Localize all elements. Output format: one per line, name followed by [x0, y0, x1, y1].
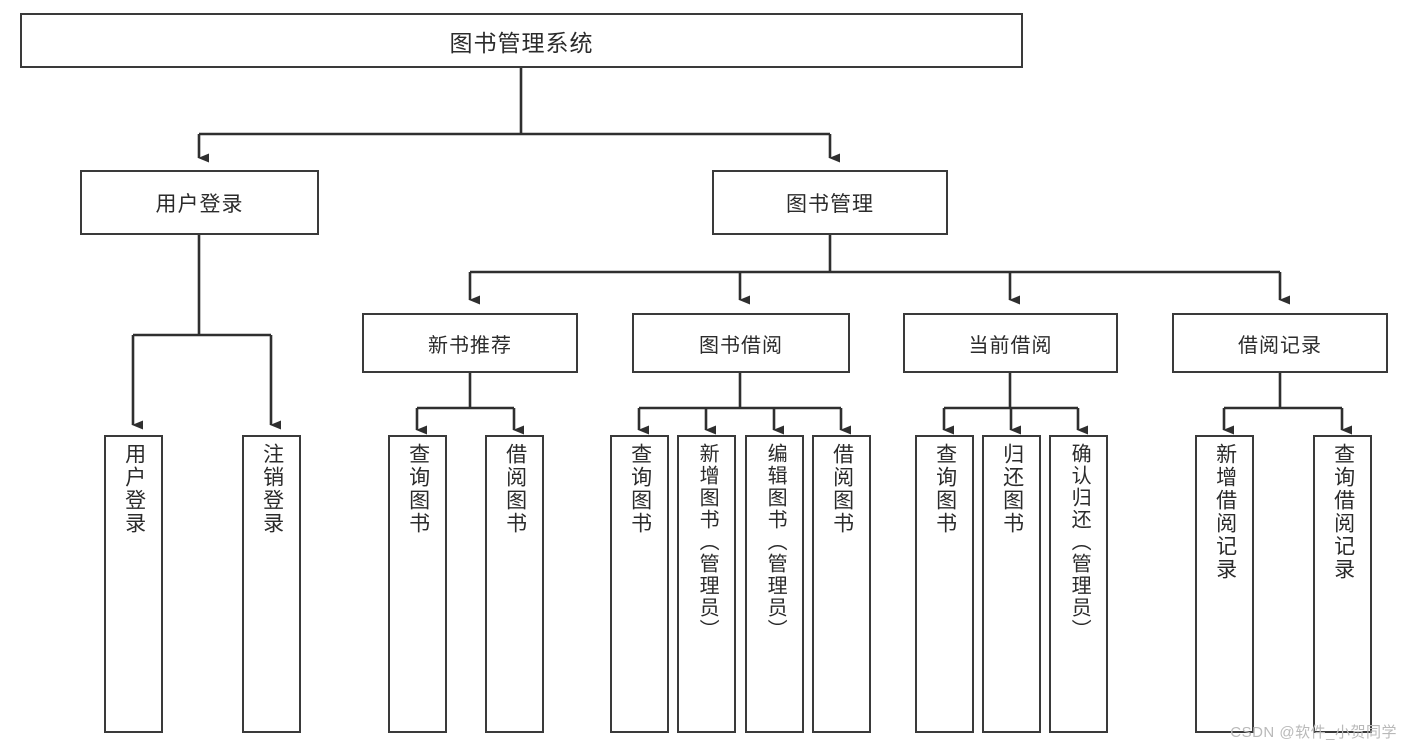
leaf-current-confirm-return-admin[interactable]: 确认归还（管理员）	[1049, 435, 1108, 733]
leaf-current-query-book[interactable]: 查询图书	[915, 435, 974, 733]
leaf-label: 查询图书	[406, 443, 430, 535]
leaf-borrow-borrow-book[interactable]: 借阅图书	[812, 435, 871, 733]
leaf-label: 归还图书	[1000, 443, 1024, 535]
leaf-label: 查询图书	[933, 443, 957, 535]
watermark-text: CSDN @软件_小贺同学	[1230, 724, 1397, 741]
leaf-label: 新增图书（管理员）	[696, 443, 719, 641]
leaf-user-login-logout[interactable]: 注销登录	[242, 435, 301, 733]
leaf-borrow-add-book-admin[interactable]: 新增图书（管理员）	[677, 435, 736, 733]
leaf-record-add-record[interactable]: 新增借阅记录	[1195, 435, 1254, 733]
leaf-current-return-book[interactable]: 归还图书	[982, 435, 1041, 733]
leaf-user-login-login[interactable]: 用户登录	[104, 435, 163, 733]
leaf-borrow-query-book[interactable]: 查询图书	[610, 435, 669, 733]
leaf-label: 确认归还（管理员）	[1068, 443, 1091, 641]
leaf-borrow-edit-book-admin[interactable]: 编辑图书（管理员）	[745, 435, 804, 733]
node-current-borrow[interactable]: 当前借阅	[903, 313, 1118, 373]
leaf-label: 用户登录	[122, 443, 146, 535]
node-book-management[interactable]: 图书管理	[712, 170, 948, 235]
node-root-system[interactable]: 图书管理系统	[20, 13, 1023, 68]
leaf-label: 新增借阅记录	[1213, 443, 1237, 581]
leaf-recommend-query-book[interactable]: 查询图书	[388, 435, 447, 733]
node-user-login[interactable]: 用户登录	[80, 170, 319, 235]
node-book-borrow[interactable]: 图书借阅	[632, 313, 850, 373]
leaf-recommend-borrow-book[interactable]: 借阅图书	[485, 435, 544, 733]
leaf-label: 注销登录	[260, 443, 284, 535]
leaf-label: 借阅图书	[830, 443, 854, 535]
node-borrow-record[interactable]: 借阅记录	[1172, 313, 1388, 373]
leaf-label: 编辑图书（管理员）	[764, 443, 787, 641]
leaf-label: 查询借阅记录	[1331, 443, 1355, 581]
leaf-record-query-record[interactable]: 查询借阅记录	[1313, 435, 1372, 733]
leaf-label: 借阅图书	[503, 443, 527, 535]
leaf-label: 查询图书	[628, 443, 652, 535]
node-new-book-recommend[interactable]: 新书推荐	[362, 313, 578, 373]
